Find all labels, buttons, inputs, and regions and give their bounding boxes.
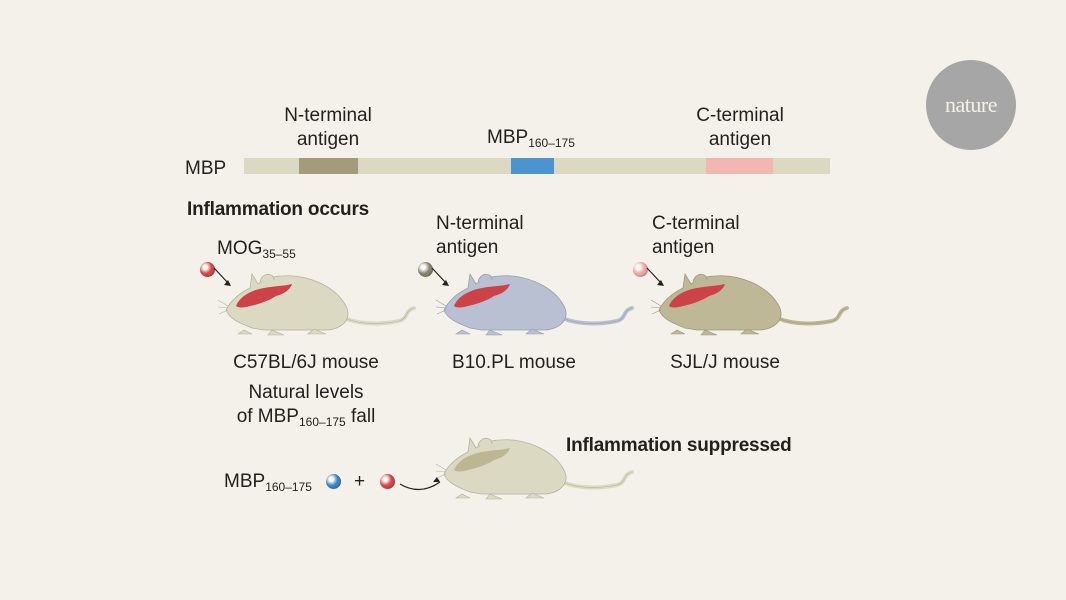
natural-levels-line1: Natural levels (248, 382, 364, 403)
tail-outline (776, 307, 848, 324)
c-terminal-label-line2: antigen (708, 129, 772, 150)
mog-antigen-label: MOG35–55 (217, 237, 296, 261)
b10pl-mouse (431, 267, 634, 336)
arrow-icon (431, 267, 448, 285)
b10pl-strain-label: B10.PL mouse (452, 352, 576, 373)
arrowhead-icon (657, 280, 664, 286)
mouse-body-group (217, 272, 416, 336)
nature-logo: nature (926, 60, 1016, 150)
plus-sign: + (354, 471, 366, 492)
mbp-160-175-label: MBP160–175 (487, 126, 575, 150)
whiskers (650, 299, 662, 315)
mouse-body (658, 272, 782, 331)
brain-region (669, 284, 725, 308)
c-terminal-label: C-terminal antigen (680, 104, 800, 152)
n-terminal-label-line1: N-terminal (284, 105, 372, 126)
n-terminal-label-line2: antigen (296, 129, 360, 150)
arrowhead-icon (442, 280, 449, 286)
mouse-feet (670, 328, 760, 336)
mouse-ear (477, 437, 493, 447)
n-terminal-antigen-line1: N-terminal (436, 213, 524, 234)
mouse-feet (455, 328, 545, 336)
arrow-icon (399, 481, 441, 491)
n-terminal-antigen-label: N-terminal antigen (436, 212, 524, 260)
mog-bead-2 (380, 474, 395, 489)
c57bl-strain-label: C57BL/6J mouse (233, 352, 379, 373)
mouse-body (225, 272, 349, 331)
mog-bead (200, 262, 215, 277)
mouse-body-group (650, 272, 849, 336)
mbp-160-175-label-main: MBP (487, 127, 529, 148)
mbp-160-175-label-sub: 160–175 (528, 136, 575, 150)
c-terminal-bead (633, 262, 648, 277)
c-terminal-label-line1: C-terminal (696, 105, 784, 126)
mouse-feet (455, 492, 545, 500)
c-terminal-antigen-line2: antigen (652, 237, 715, 258)
c-terminal-antigen-line1: C-terminal (652, 213, 740, 234)
c-terminal-segment (706, 158, 773, 174)
natural-levels-line2: of MBP160–175 fall (204, 405, 408, 429)
treatment-label-main: MBP (224, 471, 266, 492)
n-terminal-antigen-line2: antigen (436, 237, 499, 258)
mouse-feet (237, 328, 327, 336)
brain-region (454, 284, 510, 308)
whiskers (217, 299, 229, 315)
whiskers (435, 463, 447, 479)
mouse-body-group (435, 436, 634, 500)
mouse-body (443, 436, 567, 495)
tail-outline (343, 307, 415, 324)
n-terminal-label: N-terminal antigen (268, 104, 388, 152)
mbp-160-175-segment (511, 158, 554, 174)
suppressed-mouse (399, 436, 634, 500)
arrow-icon (646, 267, 663, 285)
note-mbp-main: of MBP (236, 406, 299, 427)
mog-label-main: MOG (217, 238, 263, 259)
mbp-bead (326, 474, 341, 489)
natural-levels-note: Natural levels of MBP160–175 fall (204, 381, 408, 429)
arrowhead-icon (224, 280, 231, 286)
c-terminal-antigen-label: C-terminal antigen (652, 212, 740, 260)
n-terminal-segment (299, 158, 358, 174)
arrow-icon (213, 267, 230, 285)
mouse-ear (259, 273, 275, 283)
tail-outline (561, 307, 633, 324)
note-mbp-sub: 160–175 (299, 415, 346, 429)
whiskers (435, 299, 447, 315)
mouse-body-group (435, 272, 634, 336)
sjl-strain-label: SJL/J mouse (670, 352, 780, 373)
inflammation-occurs-heading: Inflammation occurs (187, 199, 370, 220)
sjl-mouse (646, 267, 849, 336)
tail-outline (561, 471, 633, 488)
mog-label-sub: 35–55 (262, 247, 296, 261)
c57bl-mouse (213, 267, 416, 336)
brain-region (236, 284, 292, 308)
mouse-body (443, 272, 567, 331)
treatment-label: MBP160–175 (224, 470, 312, 494)
n-terminal-bead (418, 262, 433, 277)
arrowhead-icon (433, 477, 440, 482)
treatment-label-sub: 160–175 (265, 480, 312, 494)
mbp-bar-label: MBP (185, 158, 227, 179)
nature-logo-text: nature (945, 92, 997, 117)
mouse-ear (692, 273, 708, 283)
brain-region (454, 448, 510, 472)
inflammation-suppressed-heading: Inflammation suppressed (566, 435, 792, 456)
mouse-ear (477, 273, 493, 283)
note-fall: fall (345, 406, 376, 427)
